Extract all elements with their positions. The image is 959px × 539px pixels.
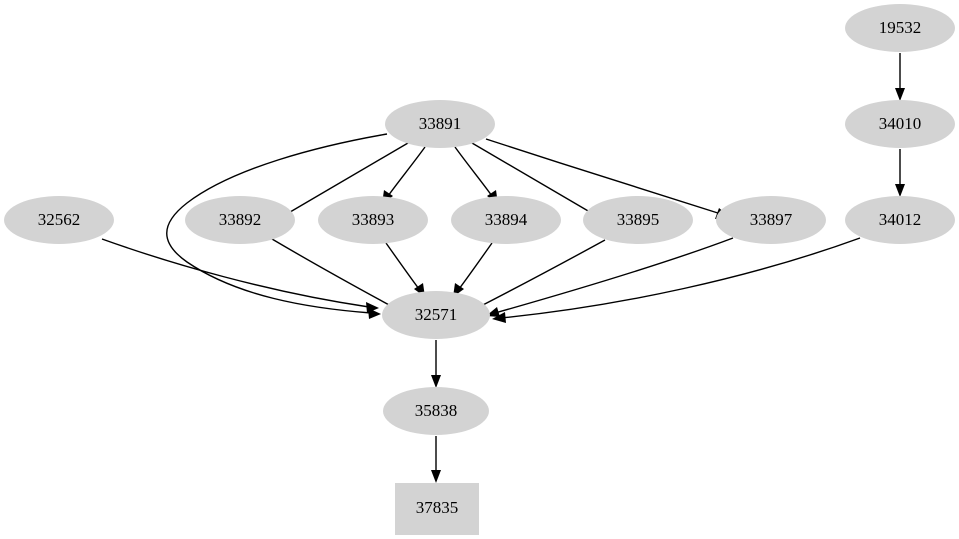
edge-33894-32571 xyxy=(453,242,493,297)
edge-35838-37835 xyxy=(431,436,441,483)
edge-33891-33894 xyxy=(454,146,498,204)
graph-node-32571[interactable]: 32571 xyxy=(382,291,490,339)
edge-33892-32571 xyxy=(271,238,400,311)
graph-node-37835[interactable]: 37835 xyxy=(395,483,479,535)
edge-34010-34012 xyxy=(895,149,905,197)
nodes-layer: 19532 34010 34012 33891 32562 33892 xyxy=(4,4,955,535)
graph-node-33893[interactable]: 33893 xyxy=(318,196,428,244)
graph-node-33891[interactable]: 33891 xyxy=(385,100,495,148)
graph-node-33892[interactable]: 33892 xyxy=(185,196,295,244)
edge-19532-34010 xyxy=(895,53,905,101)
graph-node-19532[interactable]: 19532 xyxy=(845,4,955,52)
graph-node-34012[interactable]: 34012 xyxy=(845,196,955,244)
edge-32562-32571 xyxy=(101,238,379,313)
graph-node-33895[interactable]: 33895 xyxy=(583,196,693,244)
edge-33893-32571 xyxy=(385,242,425,297)
edge-34012-32571 xyxy=(492,237,861,323)
edge-33897-32571 xyxy=(486,237,734,317)
graph-node-34010[interactable]: 34010 xyxy=(845,100,955,148)
edge-33891-33893 xyxy=(382,146,426,204)
graph-node-32562[interactable]: 32562 xyxy=(4,196,114,244)
edge-32571-35838 xyxy=(431,340,441,388)
edges-layer xyxy=(101,53,905,483)
graph-node-33894[interactable]: 33894 xyxy=(451,196,561,244)
graph-node-33897[interactable]: 33897 xyxy=(716,196,826,244)
graph-node-35838[interactable]: 35838 xyxy=(383,387,489,435)
